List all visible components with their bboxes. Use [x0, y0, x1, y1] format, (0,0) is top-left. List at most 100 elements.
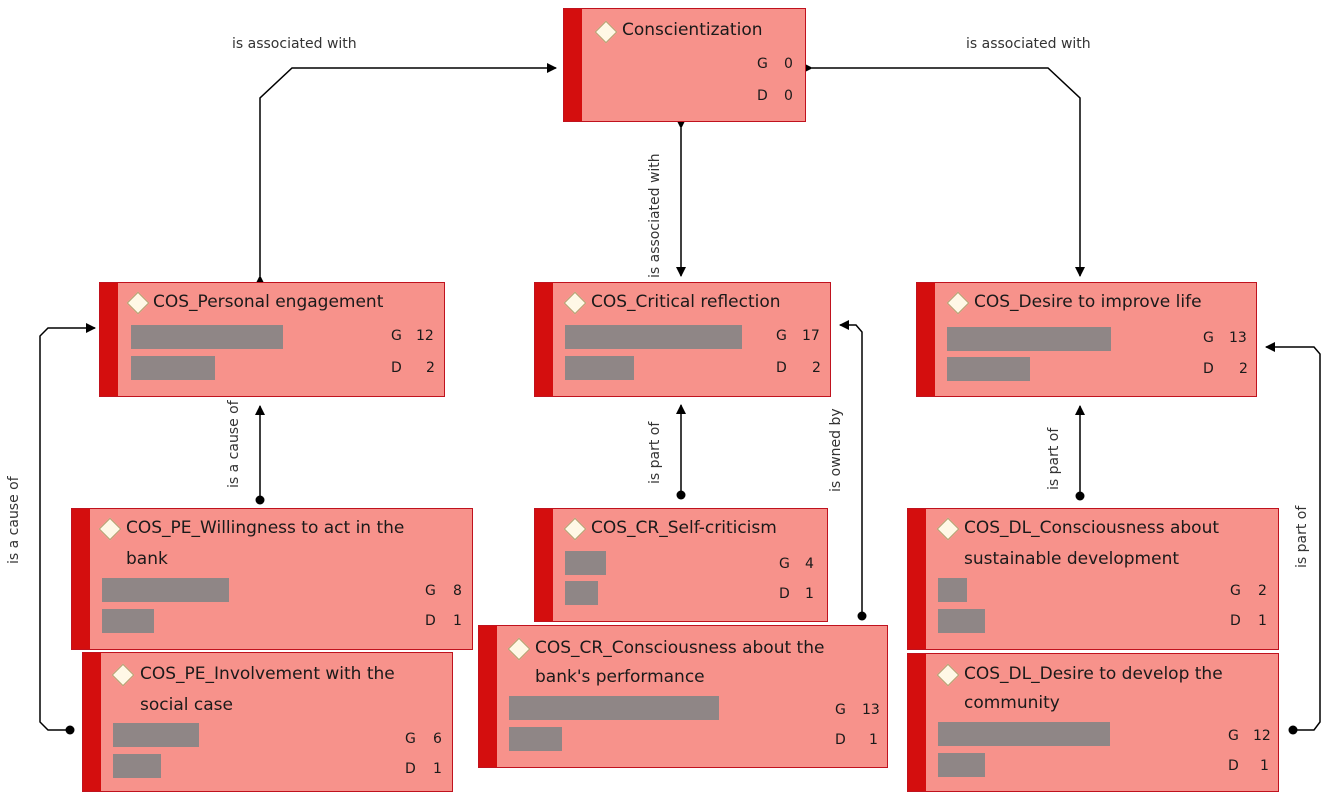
g-value: 13: [862, 702, 880, 718]
node-critical-reflection[interactable]: COS_Critical reflection G 17 D 2: [534, 282, 831, 397]
node-title-line1: COS_DL_Consciousness about: [964, 518, 1220, 538]
diamond-icon: [98, 517, 122, 541]
redacted-bar: [113, 723, 199, 747]
g-value: 13: [1229, 330, 1247, 346]
node-stripe: [83, 653, 101, 791]
node-cr-self-criticism[interactable]: COS_CR_Self-criticism G 4 D 1: [534, 508, 828, 622]
edge-label-right-top: is associated with: [966, 36, 1091, 52]
edge-bank-performance-critical-reflection: [839, 320, 863, 616]
edge-community-desire-life: [1265, 342, 1321, 731]
node-desire-improve-life[interactable]: COS_Desire to improve life G 13 D 2: [916, 282, 1257, 397]
node-title-line1: COS_PE_Involvement with the: [140, 664, 395, 684]
d-value: 1: [1258, 613, 1267, 629]
redacted-bar: [938, 753, 985, 777]
g-value: 12: [1253, 728, 1271, 744]
edge-label-pe-cause: is a cause of: [226, 400, 242, 488]
node-title: COS_Desire to improve life: [974, 292, 1202, 312]
d-label: D: [779, 586, 790, 602]
node-stripe: [908, 509, 926, 649]
node-cr-bank-performance[interactable]: COS_CR_Consciousness about the bank's pe…: [478, 625, 888, 768]
redacted-bar: [102, 609, 154, 633]
diamond-icon: [594, 20, 618, 44]
d-value: 2: [426, 360, 435, 376]
node-title-line2: sustainable development: [964, 549, 1180, 569]
redacted-bar: [938, 722, 1110, 746]
redacted-bar: [509, 696, 719, 720]
node-stripe: [72, 509, 90, 649]
edge-label-dl-part: is part of: [1046, 427, 1062, 490]
node-stripe: [917, 283, 935, 396]
edge-end-dot: [255, 495, 265, 505]
node-stripe: [564, 9, 582, 121]
d-value: 1: [869, 732, 878, 748]
node-pe-involvement[interactable]: COS_PE_Involvement with the social case …: [82, 652, 453, 792]
diamond-icon: [936, 663, 960, 687]
d-value: 0: [784, 88, 793, 104]
edge-conscientization-desire-life: [803, 63, 1085, 277]
redacted-bar: [938, 578, 967, 602]
node-dl-sustainable-development[interactable]: COS_DL_Consciousness about sustainable d…: [907, 508, 1279, 650]
g-label: G: [1228, 728, 1239, 744]
node-conscientization[interactable]: Conscientization G 0 D 0: [563, 8, 806, 122]
redacted-bar: [131, 356, 215, 380]
d-value: 1: [433, 761, 442, 777]
node-dl-develop-community[interactable]: COS_DL_Desire to develop the community G…: [907, 653, 1279, 792]
g-value: 8: [453, 583, 462, 599]
node-personal-engagement[interactable]: COS_Personal engagement G 12 D 2: [99, 282, 445, 397]
g-label: G: [425, 583, 436, 599]
redacted-bar: [565, 325, 742, 349]
diamond-icon: [507, 637, 531, 661]
node-title-line1: COS_CR_Consciousness about the: [535, 638, 825, 658]
g-label: G: [1230, 583, 1241, 599]
redacted-bar: [509, 727, 562, 751]
diamond-icon: [563, 517, 587, 541]
diamond-icon: [946, 291, 970, 315]
g-label: G: [776, 328, 787, 344]
d-label: D: [1228, 758, 1239, 774]
d-value: 1: [1260, 758, 1269, 774]
edge-label-dl-right-part: is part of: [1294, 505, 1310, 568]
diamond-icon: [563, 291, 587, 315]
diamond-icon: [126, 291, 150, 315]
node-title: Conscientization: [622, 20, 763, 40]
edge-end-dot: [857, 611, 867, 621]
redacted-bar: [113, 754, 161, 778]
edge-end-dot: [1288, 725, 1298, 735]
redacted-bar: [102, 578, 229, 602]
node-pe-willingness[interactable]: COS_PE_Willingness to act in the bank G …: [71, 508, 473, 650]
d-label: D: [1230, 613, 1241, 629]
redacted-bar: [565, 581, 598, 605]
d-label: D: [405, 761, 416, 777]
edge-end-dot: [1075, 491, 1085, 501]
node-stripe: [479, 626, 497, 767]
edge-label-cr-owned: is owned by: [828, 408, 844, 492]
g-label: G: [779, 556, 790, 572]
node-stripe: [908, 654, 926, 791]
g-value: 2: [1258, 583, 1267, 599]
g-label: G: [391, 328, 402, 344]
edge-end-dot: [65, 725, 75, 735]
edge-involvement-personal-engagement: [39, 323, 96, 731]
d-label: D: [757, 88, 768, 104]
g-value: 12: [416, 328, 434, 344]
node-title-line1: COS_PE_Willingness to act in the: [126, 518, 405, 538]
redacted-bar: [938, 609, 985, 633]
edge-label-left-top: is associated with: [232, 36, 357, 52]
redacted-bar: [131, 325, 283, 349]
g-label: G: [757, 56, 768, 72]
edge-label-center-top: is associated with: [647, 153, 663, 278]
d-label: D: [391, 360, 402, 376]
redacted-bar: [565, 356, 634, 380]
d-value: 1: [453, 613, 462, 629]
g-value: 4: [805, 556, 814, 572]
redacted-bar: [947, 327, 1111, 351]
node-stripe: [535, 509, 553, 621]
d-value: 1: [805, 586, 814, 602]
d-value: 2: [812, 360, 821, 376]
g-value: 6: [433, 731, 442, 747]
node-title-line2: community: [964, 693, 1060, 713]
node-title-line1: COS_DL_Desire to develop the: [964, 664, 1223, 684]
g-label: G: [405, 731, 416, 747]
d-label: D: [776, 360, 787, 376]
